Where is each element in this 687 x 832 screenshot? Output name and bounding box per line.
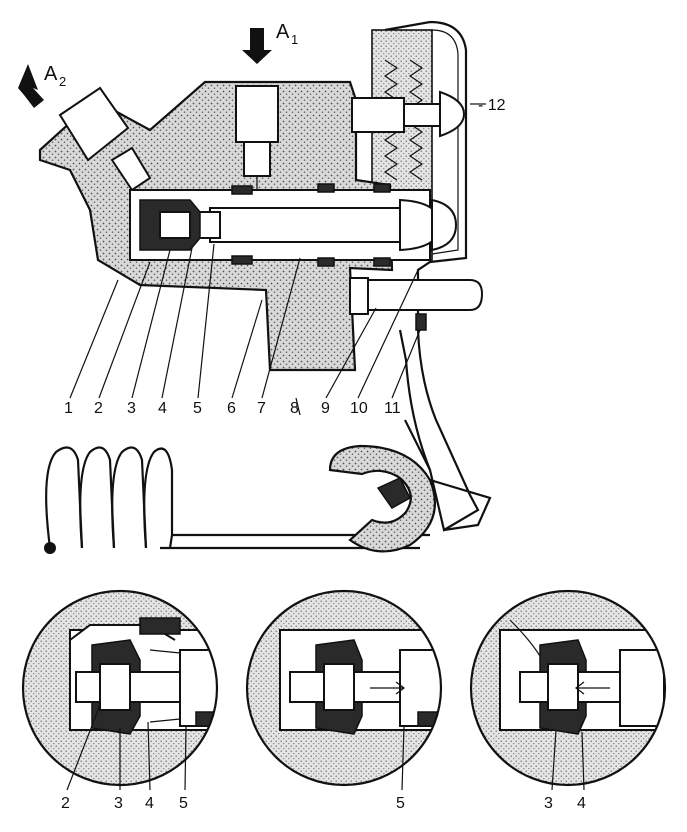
- detail-left-label-3: 3: [114, 795, 123, 812]
- detail-left-label-2: 2: [61, 795, 70, 812]
- part-label-6: 6: [227, 400, 236, 417]
- detail-left-label-5: 5: [179, 795, 188, 812]
- detail-middle-label-5: 5: [396, 795, 405, 812]
- part-label-12: - 12: [478, 97, 506, 114]
- arrow-a1-letter: A: [276, 21, 290, 43]
- part-label-8: 8: [290, 400, 299, 417]
- arrow-a2-sub: 2: [59, 74, 66, 89]
- arrow-a2-letter: A: [44, 63, 58, 85]
- detail-left-label-4: 4: [145, 795, 154, 812]
- part-label-2: 2: [94, 400, 103, 417]
- main-part-labels: 1 2 3 4 5 6 7 8 9 10 11 - 12: [64, 97, 506, 417]
- part-label-1: 1: [64, 400, 73, 417]
- lever-hook: [328, 419, 492, 553]
- lever-arm: [349, 277, 484, 331]
- part-label-4: 4: [158, 400, 167, 417]
- part-label-5: 5: [193, 400, 202, 417]
- leader-lines: [69, 103, 486, 416]
- arrow-a1: A 1: [242, 21, 298, 64]
- part-label-9: 9: [321, 400, 330, 417]
- outlet-port-a2: [58, 86, 152, 192]
- main-cross-section: [38, 20, 492, 554]
- detail-view-left: 2 3 4 5: [21, 589, 219, 812]
- detail-view-right: 3 4: [469, 589, 667, 812]
- housing-cover-inner: [391, 29, 459, 255]
- detail-view-middle: 5: [245, 589, 443, 812]
- arrow-a2: A 2: [18, 63, 66, 108]
- part-label-7: 7: [257, 400, 266, 417]
- detail-right-label-3: 3: [544, 795, 553, 812]
- central-bore: [129, 183, 458, 267]
- part-label-10: 10: [350, 400, 368, 417]
- detail-right-label-4: 4: [577, 795, 586, 812]
- arrow-a1-sub: 1: [291, 32, 298, 47]
- inlet-fitting-a1: [235, 85, 279, 192]
- part-label-11: 11: [384, 400, 401, 417]
- upper-plunger: [351, 90, 466, 138]
- housing-cover: [384, 20, 480, 532]
- part-label-3: 3: [127, 400, 136, 417]
